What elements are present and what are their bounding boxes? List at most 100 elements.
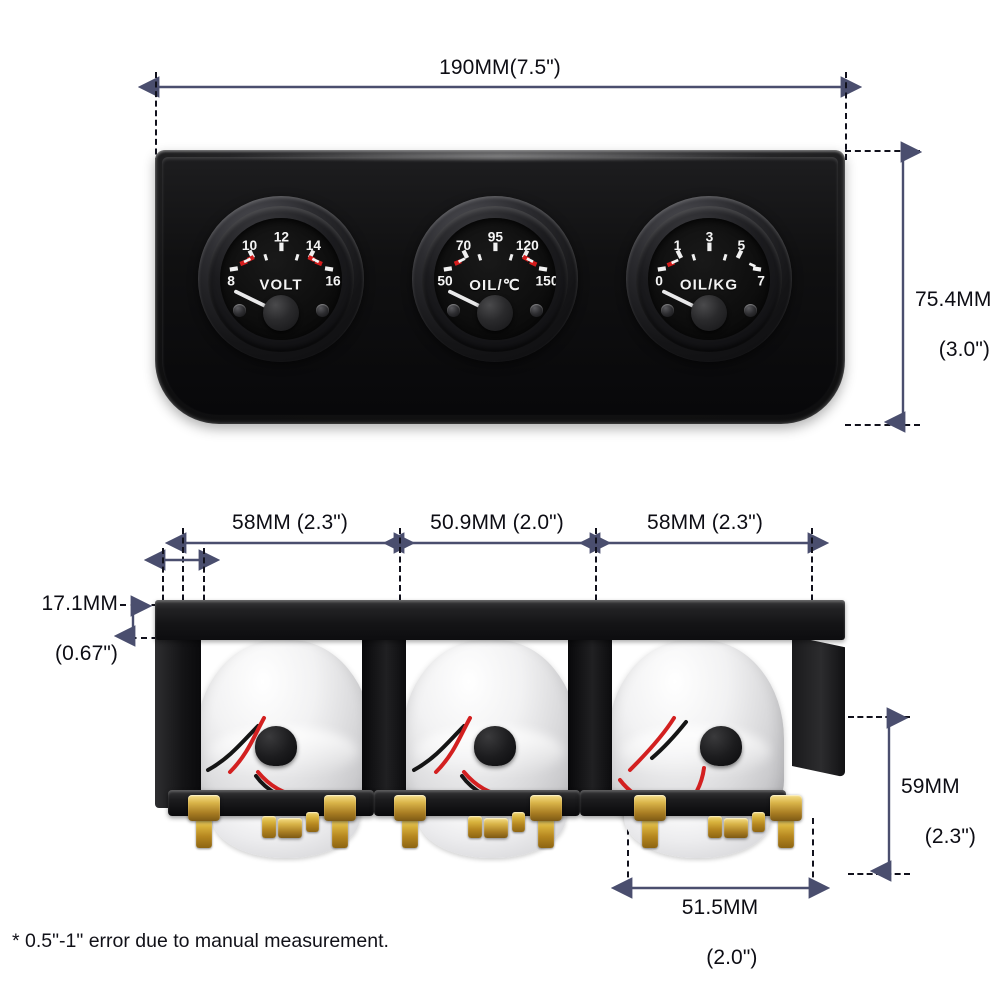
svg-text:3: 3: [705, 229, 713, 244]
svg-text:14: 14: [305, 238, 321, 253]
extension-line-spacing-d: [811, 528, 813, 610]
brass-terminal-oil-pressure-b: [752, 812, 765, 832]
dimension-depth-arrow: [869, 707, 909, 882]
dimension-overall-width-arrow: [137, 76, 863, 98]
svg-text:70: 70: [455, 238, 471, 253]
extension-line-depth-top: [848, 716, 910, 718]
dimension-overall-width-label: 190MM(7.5"): [439, 56, 561, 79]
extension-line-spacing-c: [595, 528, 597, 610]
brass-nut-oil-temp-left: [394, 795, 426, 821]
brass-terminal-oil-temp-a: [468, 816, 482, 838]
svg-text:16: 16: [325, 273, 341, 288]
dimension-body-width-line1: 51.5MM: [681, 896, 759, 919]
bracket-side-wall-left: [155, 636, 201, 808]
gauge-oil-pressure-screw-left: [661, 303, 675, 317]
extension-line-slot-offset-left: [162, 548, 164, 610]
brass-terminal-oil-pressure-a: [708, 816, 722, 838]
gauge-rear-boot-volt: [255, 726, 297, 766]
extension-line-bottom-right: [845, 424, 920, 426]
gauge-oil-temp-screw-right: [529, 303, 543, 317]
brass-stud-volt-right: [332, 818, 348, 848]
brass-stud-oil-temp-left: [402, 818, 418, 848]
dimension-overall-height-line1: 75.4MM: [915, 288, 992, 311]
gauge-oil-temp-hub: [477, 295, 513, 332]
dimension-depth-line2: (2.3"): [924, 824, 976, 848]
brass-nut-volt-right: [324, 795, 356, 821]
svg-text:120: 120: [515, 238, 538, 253]
bracket-side-wall-right: [792, 636, 845, 778]
brass-terminal-oil-temp-b: [512, 812, 525, 832]
extension-line-depth-bottom: [848, 873, 910, 875]
gauge-volt-dial: 8 10 12 14 16: [227, 229, 341, 316]
extension-line-spacing-a: [182, 528, 184, 610]
dimension-overall-height-arrow: [883, 141, 923, 433]
brass-nut-oil-temp-right: [530, 795, 562, 821]
extension-line-body-width-left: [627, 818, 629, 888]
bracket-divider-2: [568, 636, 612, 808]
mounting-rail: [155, 600, 845, 640]
brass-stud-oil-temp-right: [538, 818, 554, 848]
dimension-spacing-center-label: 50.9MM (2.0"): [430, 511, 564, 534]
gauge-rear-boot-oil-temp: [474, 726, 516, 766]
dimension-body-width-line2: (2.0"): [706, 945, 758, 969]
gauge-rear-boot-oil-pressure: [700, 726, 742, 766]
svg-text:0: 0: [655, 273, 663, 288]
dimension-spacing-center-arrow: [382, 532, 612, 554]
dimension-bracket-lip-arrow: [113, 595, 153, 647]
svg-text:12: 12: [273, 229, 289, 244]
gauge-oil-temp: 50 70 95 120 150 OIL/℃: [412, 196, 578, 362]
dimension-overall-height-label: 75.4MM (3.0"): [915, 288, 991, 362]
svg-text:95: 95: [487, 229, 503, 244]
gauge-oil-temp-screw-left: [447, 303, 461, 317]
gauge-volt-screw-left: [233, 303, 247, 317]
retaining-bar-oil-pressure: [580, 790, 786, 816]
gauge-volt-face: 8 10 12 14 16 VOLT: [219, 217, 343, 341]
gauge-oil-pressure: 0 1 3 5 7 OIL/KG: [626, 196, 792, 362]
brass-stud-oil-pressure-right: [778, 818, 794, 848]
dimension-bracket-lip-label: 17.1MM (0.67"): [0, 592, 118, 666]
dimension-body-width-label: 51.5MM (2.0"): [682, 896, 758, 970]
dimension-overall-height-line2: (3.0"): [938, 337, 990, 361]
dimension-slot-offset-arrow: [143, 549, 221, 571]
dimension-spacing-left-label: 58MM (2.3"): [232, 511, 348, 534]
brass-center-nut-oil-temp: [484, 818, 508, 838]
dimension-body-width-arrow: [610, 877, 831, 899]
brass-stud-oil-pressure-left: [642, 818, 658, 848]
svg-text:8: 8: [227, 273, 235, 288]
gauge-volt: 8 10 12 14 16 VOLT: [198, 196, 364, 362]
svg-text:1: 1: [673, 238, 681, 253]
extension-line-spacing-b: [399, 528, 401, 610]
svg-text:50: 50: [437, 273, 453, 288]
bracket-divider-1: [362, 636, 406, 808]
brass-terminal-volt-a: [262, 816, 276, 838]
brass-terminal-volt-b: [306, 812, 319, 832]
dimension-spacing-left-arrow: [164, 532, 416, 554]
brass-center-nut-oil-pressure: [724, 818, 748, 838]
extension-line-slot-offset-right: [203, 548, 205, 610]
dimension-bracket-lip-line2: (0.67"): [54, 641, 118, 665]
gauge-volt-label: VOLT: [259, 276, 303, 294]
svg-text:7: 7: [757, 273, 765, 288]
dimension-depth-line1: 59MM: [901, 775, 960, 798]
dimension-spacing-right-label: 58MM (2.3"): [647, 511, 763, 534]
gauge-oil-temp-face: 50 70 95 120 150 OIL/℃: [433, 217, 557, 341]
brass-nut-oil-pressure-left: [634, 795, 666, 821]
dimension-depth-label: 59MM (2.3"): [901, 775, 976, 849]
brass-center-nut-volt: [278, 818, 302, 838]
brass-nut-oil-pressure-right: [770, 795, 802, 821]
extension-line-width-right: [845, 72, 847, 160]
gauge-oil-pressure-screw-right: [743, 303, 757, 317]
gauge-oil-pressure-face: 0 1 3 5 7 OIL/KG: [647, 217, 771, 341]
svg-text:5: 5: [737, 238, 745, 253]
extension-line-body-width-right: [812, 818, 814, 888]
gauge-volt-screw-right: [315, 303, 329, 317]
dimension-bracket-lip-line1: 17.1MM: [41, 592, 118, 615]
brass-nut-volt-left: [188, 795, 220, 821]
extension-line-width-left: [155, 72, 157, 164]
extension-line-top-right: [845, 150, 920, 152]
measurement-footnote: * 0.5"-1" error due to manual measuremen…: [12, 930, 389, 952]
brass-stud-volt-left: [196, 818, 212, 848]
dimension-spacing-right-arrow: [578, 532, 830, 554]
svg-text:10: 10: [241, 238, 257, 253]
